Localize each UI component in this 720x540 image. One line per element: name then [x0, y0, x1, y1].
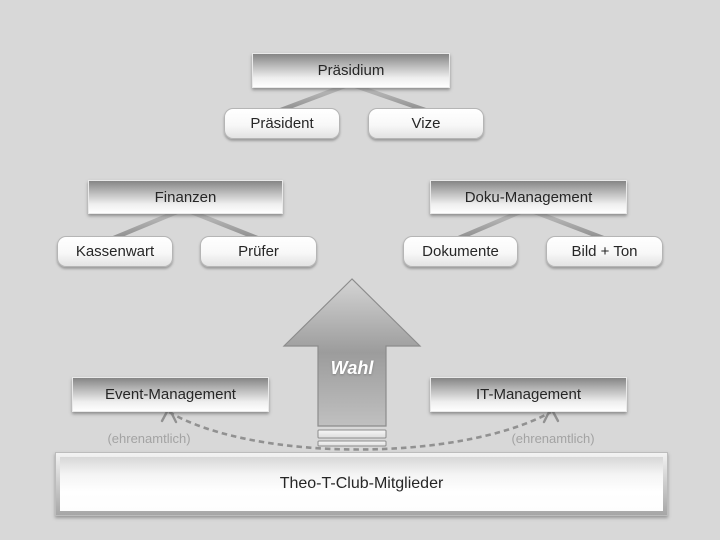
box-vize: Vize: [368, 108, 484, 139]
box-dokumente: Dokumente: [403, 236, 518, 267]
box-pruefer-label: Prüfer: [238, 243, 279, 260]
box-praesident-label: Präsident: [250, 115, 314, 132]
wahl-up-arrow: [282, 278, 422, 427]
box-event-management-label: Event-Management: [105, 386, 236, 403]
wahl-arrow-label: Wahl: [330, 358, 374, 378]
arrow-stripe-2: [317, 440, 387, 447]
connector-praesidium-praesident: [278, 81, 353, 113]
box-bild-ton-label: Bild + Ton: [571, 243, 638, 260]
box-praesident: Präsident: [224, 108, 340, 139]
box-it-management-label: IT-Management: [475, 386, 582, 403]
note-ehrenamtlich-left: (ehrenamtlich): [107, 431, 191, 446]
volunteer-dashed-arc: [168, 410, 552, 451]
org-connectors: [111, 81, 606, 241]
connector-praesidium-vize: [347, 81, 428, 113]
box-pruefer: Prüfer: [200, 236, 317, 267]
box-mitglieder-label: Theo-T-Club-Mitglieder: [279, 475, 444, 492]
box-doku-management: Doku-Management: [430, 180, 627, 214]
arrow-stripe-1: [317, 429, 387, 439]
box-it-management: IT-Management: [430, 377, 627, 412]
box-kassenwart: Kassenwart: [57, 236, 173, 267]
box-kassenwart-label: Kassenwart: [75, 243, 155, 260]
box-doku-management-label: Doku-Management: [464, 188, 593, 206]
box-mitglieder: Theo-T-Club-Mitglieder: [60, 457, 663, 511]
box-finanzen-label: Finanzen: [154, 188, 217, 206]
box-mitglieder-frame: Theo-T-Club-Mitglieder: [55, 452, 668, 516]
box-praesidium: Präsidium: [252, 53, 450, 88]
box-finanzen: Finanzen: [88, 180, 283, 214]
box-dokumente-label: Dokumente: [422, 243, 499, 260]
box-vize-label: Vize: [411, 115, 441, 132]
box-event-management: Event-Management: [72, 377, 269, 412]
note-ehrenamtlich-right: (ehrenamtlich): [511, 431, 595, 446]
box-bild-ton: Bild + Ton: [546, 236, 663, 267]
box-praesidium-label: Präsidium: [317, 62, 385, 79]
